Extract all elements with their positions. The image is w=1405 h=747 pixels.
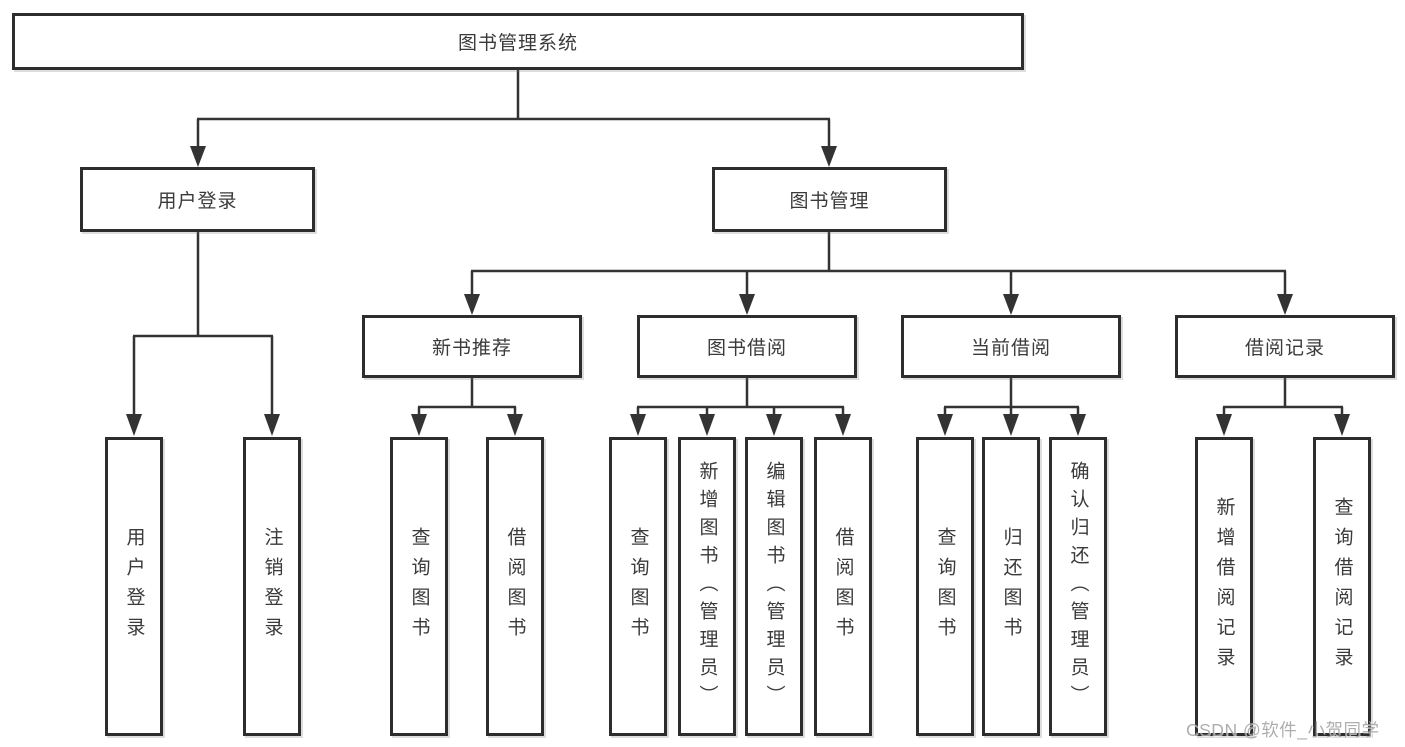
node-root: 图书管理系统 xyxy=(12,13,1024,70)
node-book-borrow-label: 图书借阅 xyxy=(706,338,787,359)
node-user-login: 用户登录 xyxy=(80,167,315,232)
node-borrow-records-label: 借阅记录 xyxy=(1244,338,1325,359)
leaf-label: 新增图书（管理员） xyxy=(696,460,718,713)
leaf-confirm-return-admin: 确认归还（管理员） xyxy=(1049,437,1107,736)
node-book-management-label: 图书管理 xyxy=(789,191,870,212)
leaf-query-books-2: 查询图书 xyxy=(609,437,667,736)
leaf-return-books: 归还图书 xyxy=(982,437,1040,736)
leaf-label: 新增借阅记录 xyxy=(1213,496,1235,677)
node-book-borrow: 图书借阅 xyxy=(637,315,857,378)
node-borrow-records: 借阅记录 xyxy=(1175,315,1395,378)
leaf-label: 用户登录 xyxy=(123,526,145,647)
leaf-add-borrow-record: 新增借阅记录 xyxy=(1195,437,1253,736)
leaf-label: 确认归还（管理员） xyxy=(1067,460,1089,713)
leaf-logout: 注销登录 xyxy=(243,437,301,736)
node-current-borrow-label: 当前借阅 xyxy=(970,338,1051,359)
leaf-borrow-books-1: 借阅图书 xyxy=(486,437,544,736)
node-user-login-label: 用户登录 xyxy=(157,191,238,212)
leaf-edit-books-admin: 编辑图书（管理员） xyxy=(745,437,803,736)
leaf-label: 编辑图书（管理员） xyxy=(763,460,785,713)
leaf-borrow-books-2: 借阅图书 xyxy=(814,437,872,736)
leaf-label: 注销登录 xyxy=(261,526,283,647)
node-book-management: 图书管理 xyxy=(712,167,947,232)
node-new-book-recommend: 新书推荐 xyxy=(362,315,582,378)
node-root-label: 图书管理系统 xyxy=(457,33,578,54)
leaf-query-books-3: 查询图书 xyxy=(916,437,974,736)
leaf-label: 借阅图书 xyxy=(832,526,854,647)
node-new-book-recommend-label: 新书推荐 xyxy=(431,338,512,359)
leaf-label: 查询图书 xyxy=(408,526,430,647)
watermark: CSDN @软件_小贺同学 xyxy=(1186,720,1380,740)
leaf-label: 借阅图书 xyxy=(504,526,526,647)
leaf-label: 查询借阅记录 xyxy=(1331,496,1353,677)
node-current-borrow: 当前借阅 xyxy=(901,315,1121,378)
leaf-query-books-1: 查询图书 xyxy=(390,437,448,736)
leaf-label: 查询图书 xyxy=(934,526,956,647)
leaf-query-borrow-record: 查询借阅记录 xyxy=(1313,437,1371,736)
leaf-user-login: 用户登录 xyxy=(105,437,163,736)
leaf-label: 归还图书 xyxy=(1000,526,1022,647)
leaf-add-books-admin: 新增图书（管理员） xyxy=(678,437,736,736)
leaf-label: 查询图书 xyxy=(627,526,649,647)
